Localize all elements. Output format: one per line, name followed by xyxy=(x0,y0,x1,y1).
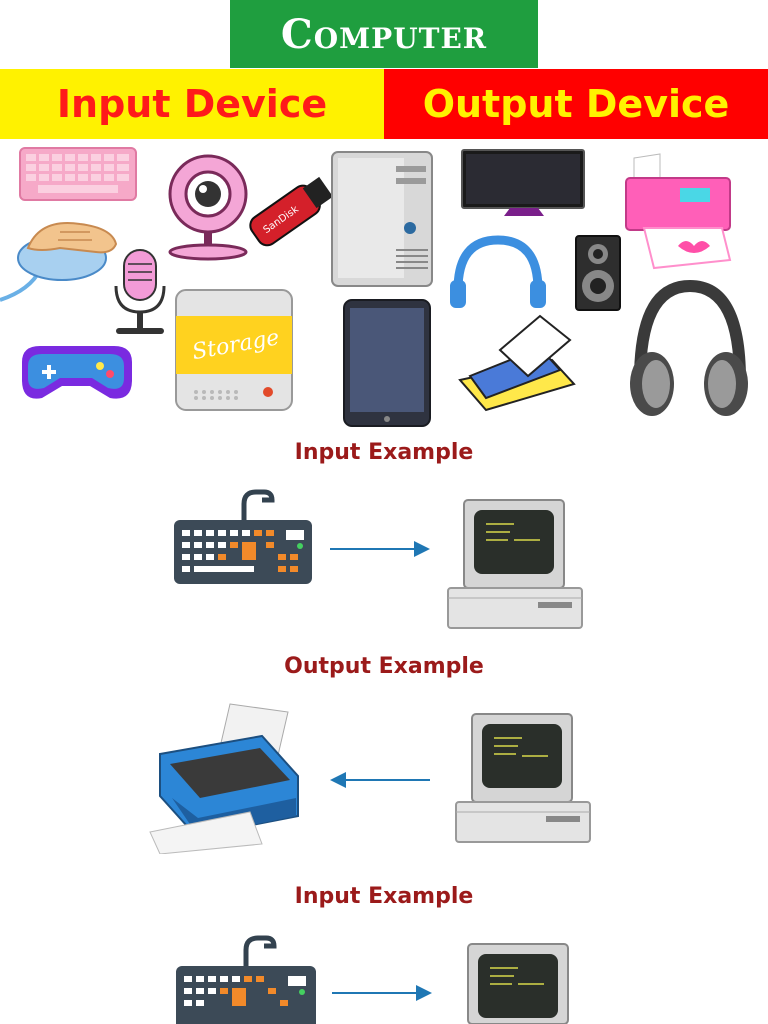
example-heading-3: Input Example xyxy=(294,884,474,909)
storage-drive-icon: Storage xyxy=(175,289,293,411)
right-arrow-icon xyxy=(332,985,432,1001)
headphones-icon xyxy=(450,235,546,308)
output-device-banner: Output Device xyxy=(384,69,768,139)
monitor-icon xyxy=(461,149,585,216)
input-device-banner: Input Device xyxy=(0,69,384,139)
input-device-label: Input Device xyxy=(56,82,328,126)
right-arrow-icon xyxy=(330,541,430,557)
cpu-tower-icon xyxy=(331,151,433,287)
keyboard-icon xyxy=(176,935,316,1024)
usb-drive-icon: SanDisk xyxy=(249,176,333,247)
microphone-icon xyxy=(114,249,166,334)
output-device-label: Output Device xyxy=(422,82,730,126)
webcam-icon xyxy=(168,154,248,261)
speaker-icon xyxy=(575,235,621,311)
retro-computer-icon xyxy=(447,499,583,629)
example-heading-2: Output Example xyxy=(284,654,484,679)
mouse-icon xyxy=(0,222,118,302)
input-example-1 xyxy=(174,489,583,629)
paper-printer-icon xyxy=(458,314,576,412)
left-arrow-icon xyxy=(330,772,430,788)
keyboard-icon xyxy=(19,147,137,201)
keyboard-icon xyxy=(174,489,312,584)
printer-icon xyxy=(149,703,299,854)
retro-computer-icon xyxy=(455,713,591,843)
input-example-2 xyxy=(176,935,569,1024)
tablet-icon xyxy=(343,299,431,427)
devices-collage: SanDisk xyxy=(0,147,748,427)
title-banner: Computer xyxy=(230,0,538,68)
example-heading-1: Input Example xyxy=(294,440,474,465)
retro-computer-icon xyxy=(467,943,569,1024)
gamepad-icon xyxy=(22,346,132,399)
output-example xyxy=(149,703,591,854)
color-printer-icon xyxy=(625,153,732,270)
page-title: Computer xyxy=(280,10,488,58)
over-ear-headphones-icon xyxy=(630,279,748,416)
